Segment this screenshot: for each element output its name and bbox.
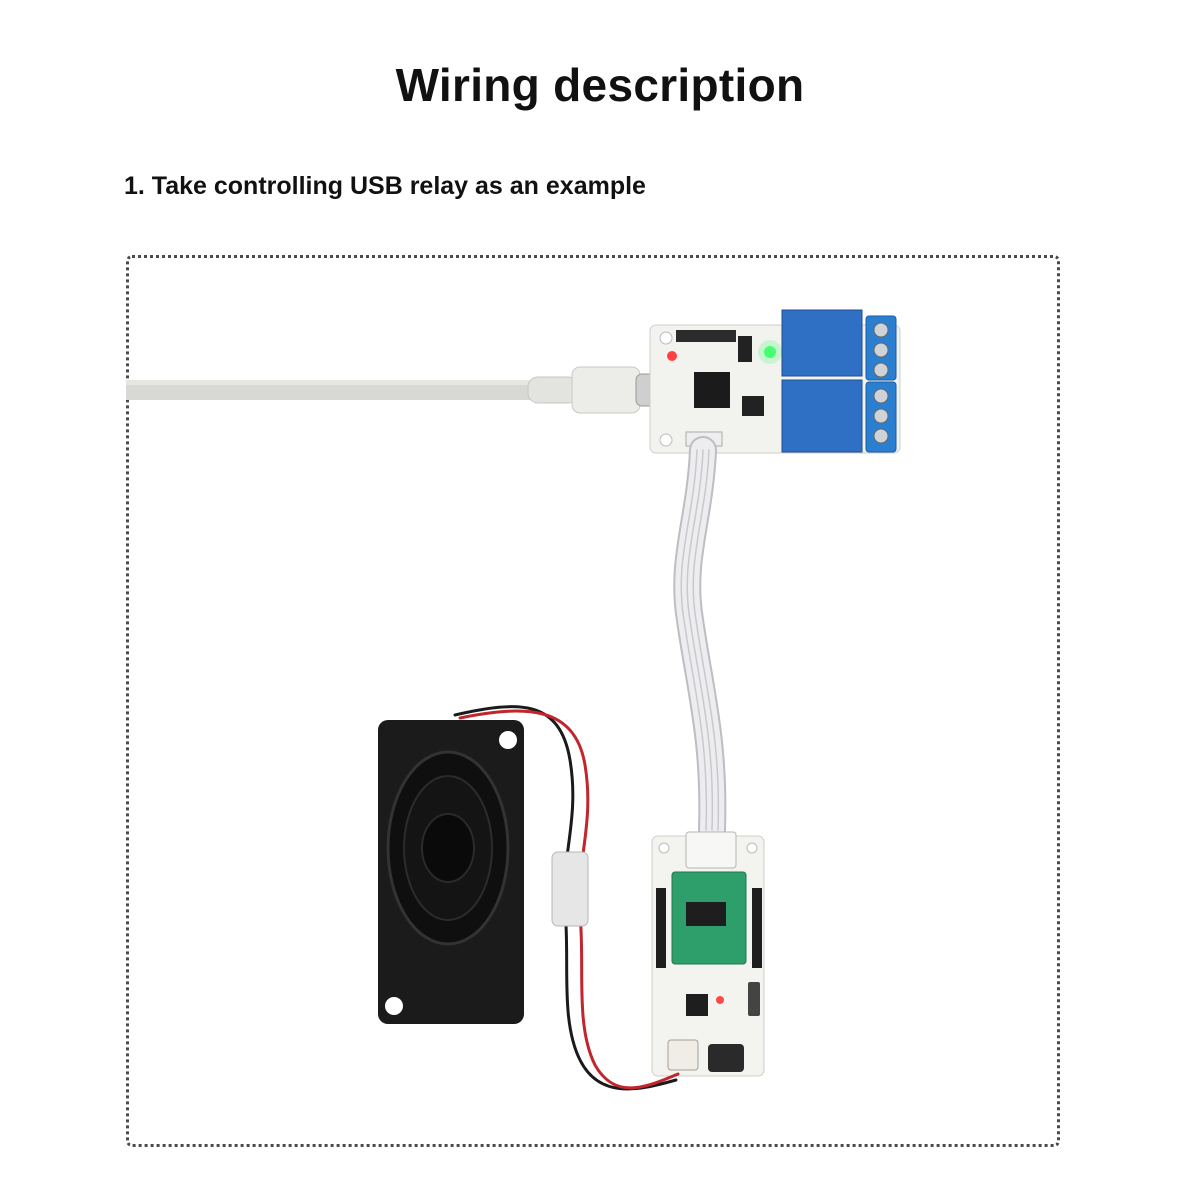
usb-relay-board xyxy=(649,309,901,454)
speaker-wires xyxy=(453,705,680,1091)
usb-cable xyxy=(126,366,677,414)
page-title: Wiring description xyxy=(395,59,805,111)
diagram-frame xyxy=(126,255,1060,1147)
section-subtitle: 1. Take controlling USB relay as an exam… xyxy=(124,172,646,200)
speaker xyxy=(378,720,524,1024)
audio-module-board xyxy=(651,831,765,1077)
ribbon-cable xyxy=(673,436,727,844)
